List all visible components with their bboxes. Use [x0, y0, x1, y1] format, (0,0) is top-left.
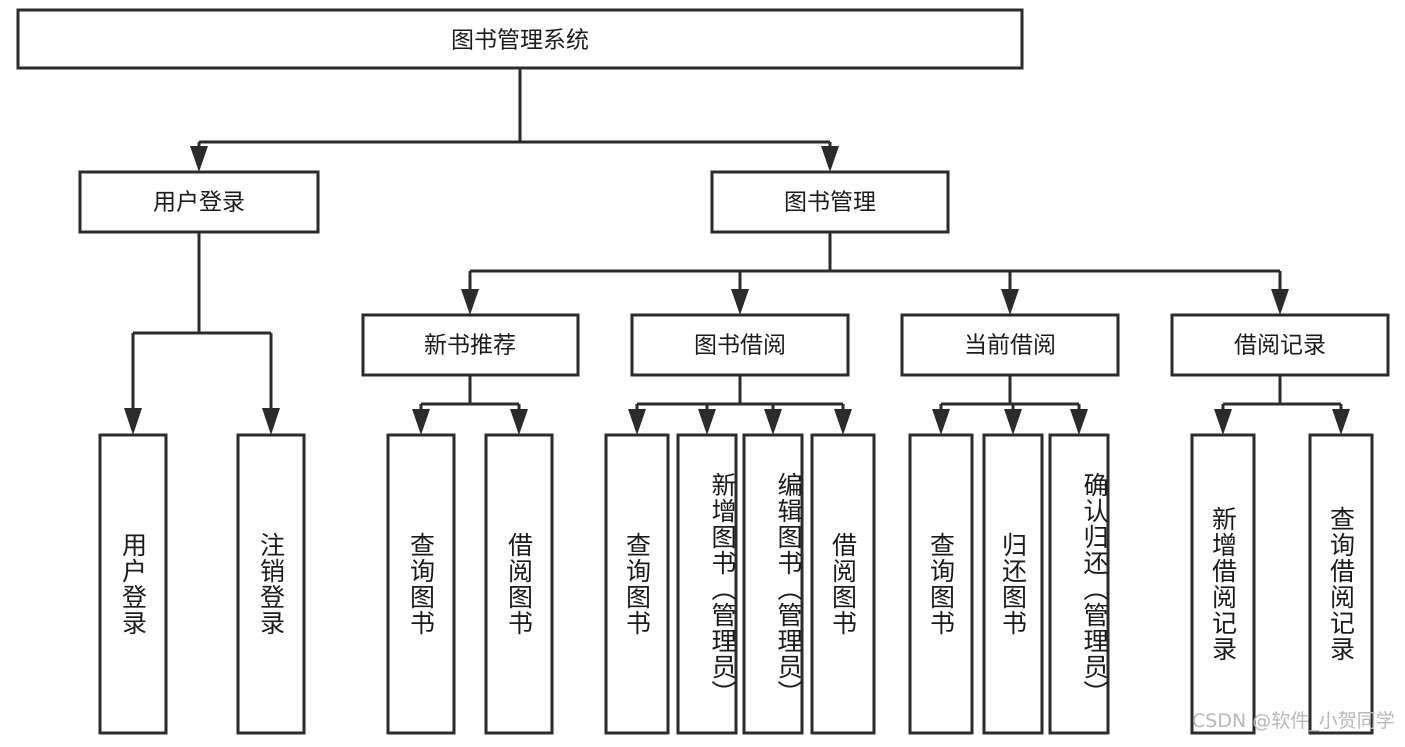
node-leaf-borrow-book-rec-box[interactable] — [484, 433, 554, 735]
node-current-borrow[interactable]: 当前借阅 — [900, 313, 1120, 377]
node-new-book-recommend-box[interactable] — [361, 313, 580, 377]
node-leaf-return-book-box[interactable] — [982, 433, 1044, 735]
arrow-head-user-login — [190, 146, 208, 172]
arrow-head-leaf-query-book-bb — [628, 409, 646, 435]
node-leaf-query-book-rec-label: 查询图书 — [406, 532, 436, 636]
node-leaf-user-logout-label: 注销登录 — [256, 532, 286, 636]
node-borrow-records[interactable]: 借阅记录 — [1170, 313, 1390, 377]
node-borrow-records-label: 借阅记录 — [1234, 333, 1326, 359]
node-leaf-edit-book-admin-label: 编辑图书（管理员） — [774, 472, 803, 706]
arrow-head-leaf-user-login — [124, 408, 142, 435]
node-leaf-query-book-cb-label: 查询图书 — [926, 532, 956, 636]
arrow-head-leaf-query-borrow-record — [1332, 409, 1350, 435]
node-leaf-query-book-bb-box[interactable] — [604, 433, 670, 735]
arrow-head-borrow-records — [1271, 289, 1289, 315]
node-root[interactable]: 图书管理系统 — [16, 8, 1024, 70]
node-book-borrow[interactable]: 图书借阅 — [630, 313, 850, 377]
node-leaf-add-book-admin-box[interactable] — [676, 433, 738, 735]
arrow-head-leaf-edit-book-admin — [764, 409, 782, 435]
node-leaf-query-book-bb-label: 查询图书 — [622, 532, 652, 636]
arrow-head-leaf-query-book-cb — [932, 409, 950, 435]
node-leaf-confirm-return-admin-label: 确认归还（管理员） — [1080, 472, 1109, 706]
node-leaf-edit-book-admin-box[interactable] — [742, 433, 804, 735]
node-leaf-query-borrow-record-label: 查询借阅记录 — [1326, 506, 1356, 662]
node-root-box[interactable] — [16, 8, 1024, 70]
arrow-head-leaf-user-logout — [262, 408, 280, 435]
node-leaf-query-book-rec-box[interactable] — [386, 433, 456, 735]
arrow-head-book-borrow — [731, 289, 749, 315]
node-leaf-query-borrow-record-box[interactable] — [1308, 433, 1374, 735]
arrow-head-book-management — [821, 146, 839, 172]
node-current-borrow-box[interactable] — [900, 313, 1120, 377]
node-leaf-user-login-box[interactable] — [98, 433, 168, 735]
node-user-login[interactable]: 用户登录 — [78, 170, 320, 234]
arrow-head-leaf-confirm-return-admin — [1070, 409, 1088, 435]
arrow-head-current-borrow — [1001, 289, 1019, 315]
arrow-head-new-book-recommend — [461, 289, 479, 315]
node-leaf-add-borrow-record-label: 新增借阅记录 — [1208, 506, 1238, 662]
node-root-label: 图书管理系统 — [451, 28, 589, 54]
node-new-book-recommend[interactable]: 新书推荐 — [361, 313, 580, 377]
node-leaf-borrow-book-bb-label: 借阅图书 — [828, 532, 858, 636]
csdn-watermark: CSDN @软件_小贺同学 — [1192, 710, 1395, 732]
arrow-head-leaf-add-book-admin — [698, 409, 716, 435]
node-user-login-label: 用户登录 — [153, 190, 245, 216]
arrow-head-leaf-borrow-book-bb — [834, 409, 852, 435]
connectors-layer — [124, 68, 1350, 435]
node-user-login-box[interactable] — [78, 170, 320, 234]
node-leaf-user-logout-box[interactable] — [236, 433, 306, 735]
node-borrow-records-box[interactable] — [1170, 313, 1390, 377]
node-book-management-label: 图书管理 — [784, 190, 876, 216]
leaf-boxes-layer — [98, 433, 1374, 735]
arrow-head-leaf-return-book — [1004, 409, 1022, 435]
node-book-borrow-box[interactable] — [630, 313, 850, 377]
node-leaf-query-book-cb-box[interactable] — [908, 433, 974, 735]
arrow-head-leaf-add-borrow-record — [1214, 409, 1232, 435]
node-leaf-add-book-admin-label: 新增图书（管理员） — [708, 472, 737, 706]
arrow-head-leaf-borrow-book-rec — [510, 409, 528, 435]
arrow-head-leaf-query-book-rec — [412, 409, 430, 435]
node-leaf-user-login-label: 用户登录 — [118, 532, 148, 636]
node-leaf-confirm-return-admin-box[interactable] — [1048, 433, 1110, 735]
node-current-borrow-label: 当前借阅 — [964, 333, 1056, 359]
node-leaf-return-book-label: 归还图书 — [998, 532, 1028, 636]
node-book-borrow-label: 图书借阅 — [694, 333, 786, 359]
node-new-book-recommend-label: 新书推荐 — [424, 333, 516, 359]
node-leaf-add-borrow-record-box[interactable] — [1190, 433, 1256, 735]
node-leaf-borrow-book-bb-box[interactable] — [810, 433, 876, 735]
node-book-management-box[interactable] — [710, 170, 950, 234]
node-book-management[interactable]: 图书管理 — [710, 170, 950, 234]
node-leaf-borrow-book-rec-label: 借阅图书 — [504, 532, 534, 636]
